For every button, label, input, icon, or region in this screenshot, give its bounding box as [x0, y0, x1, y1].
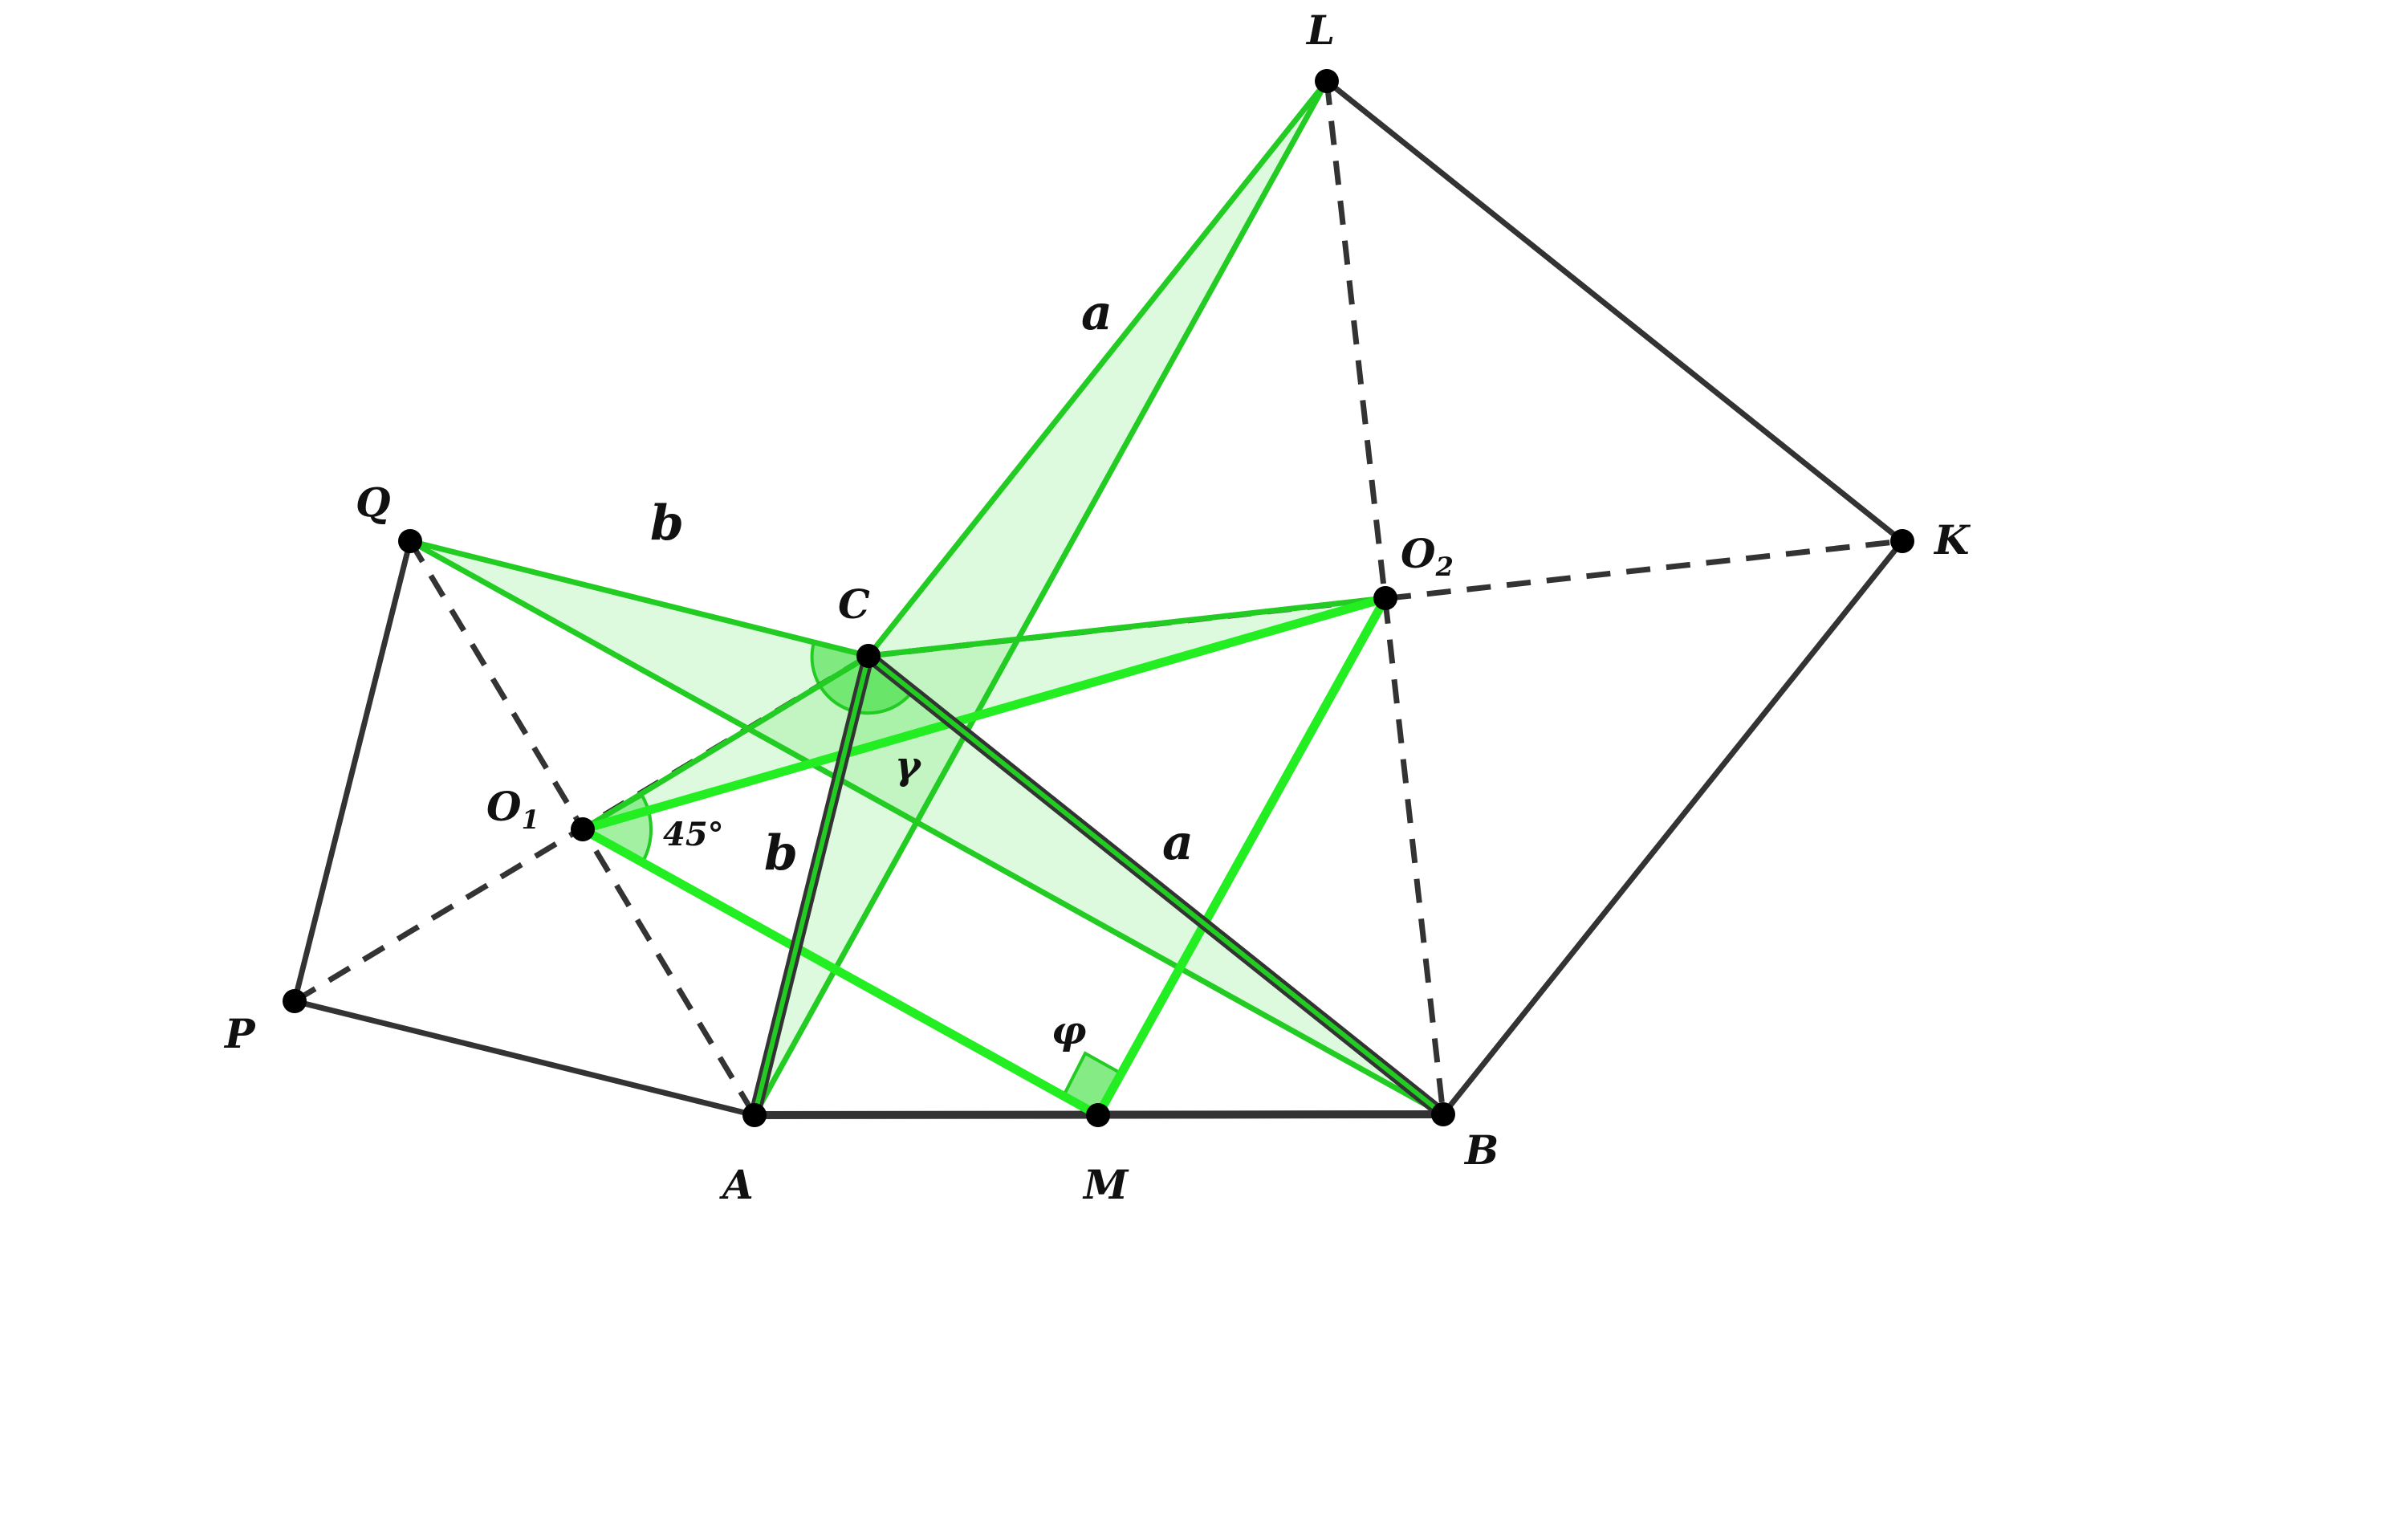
- segment-p-a: [291, 998, 758, 1118]
- side-labels: a b b a: [650, 285, 1194, 882]
- label-o2-main: O: [1401, 530, 1436, 577]
- label-c: C: [838, 580, 870, 628]
- dash-l-b: [1324, 80, 1446, 1115]
- point-k: [1890, 529, 1914, 553]
- point-c: [856, 644, 881, 668]
- edge-q-b: [407, 538, 1446, 1118]
- edge-o1-m: [578, 825, 1103, 1120]
- points: [283, 69, 1914, 1127]
- point-a: [742, 1103, 767, 1127]
- edge-c-o2: [865, 595, 1389, 659]
- label-q: Q: [356, 478, 391, 526]
- label-o1-sub: 1: [522, 804, 539, 835]
- point-b: [1431, 1102, 1455, 1126]
- label-o2-sub: 2: [1435, 552, 1454, 582]
- edge-l-a: [751, 78, 1330, 1118]
- edge-o1-o2: [578, 593, 1390, 834]
- label-m: M: [1082, 1161, 1129, 1208]
- side-label-a-lower: a: [1162, 815, 1194, 871]
- segment-p-q: [291, 538, 413, 1004]
- point-l: [1315, 69, 1339, 93]
- point-m: [1086, 1103, 1110, 1127]
- point-o2: [1373, 586, 1397, 610]
- side-label-b-upper: b: [650, 495, 684, 552]
- angle-label-45: 45°: [663, 816, 724, 853]
- segment-k-b: [1440, 538, 1906, 1118]
- label-l: L: [1305, 6, 1335, 54]
- label-b: B: [1463, 1126, 1499, 1174]
- point-p: [283, 989, 307, 1013]
- point-labels: L Q C O1 O2 K P A M B: [223, 6, 1971, 1208]
- label-o1-main: O: [486, 783, 522, 830]
- side-label-a-upper: a: [1081, 285, 1112, 341]
- label-o2: O2: [1401, 530, 1454, 582]
- label-a: A: [719, 1161, 754, 1208]
- angle-label-gamma: γ: [895, 743, 922, 788]
- angle-label-phi: φ: [1051, 1008, 1086, 1053]
- point-q: [398, 529, 422, 553]
- point-o1: [571, 817, 595, 841]
- side-c-b-inner: [866, 654, 1446, 1117]
- edge-l-c: [865, 78, 1330, 659]
- main-triangle-sides: [748, 649, 1450, 1122]
- segment-l-k: [1324, 78, 1906, 544]
- label-p: P: [223, 1010, 256, 1057]
- angle-labels: 45° γ φ: [663, 743, 1086, 1053]
- label-k: K: [1933, 516, 1971, 564]
- side-label-b-lower: b: [764, 825, 798, 882]
- side-c-a-inner: [752, 654, 871, 1118]
- edge-o1-c: [580, 653, 872, 833]
- green-edges: [407, 78, 1446, 1120]
- shaded-triangles: [410, 81, 1443, 1115]
- edge-q-c: [407, 538, 872, 659]
- label-o1: O1: [486, 783, 539, 835]
- edge-o2-m: [1093, 593, 1390, 1120]
